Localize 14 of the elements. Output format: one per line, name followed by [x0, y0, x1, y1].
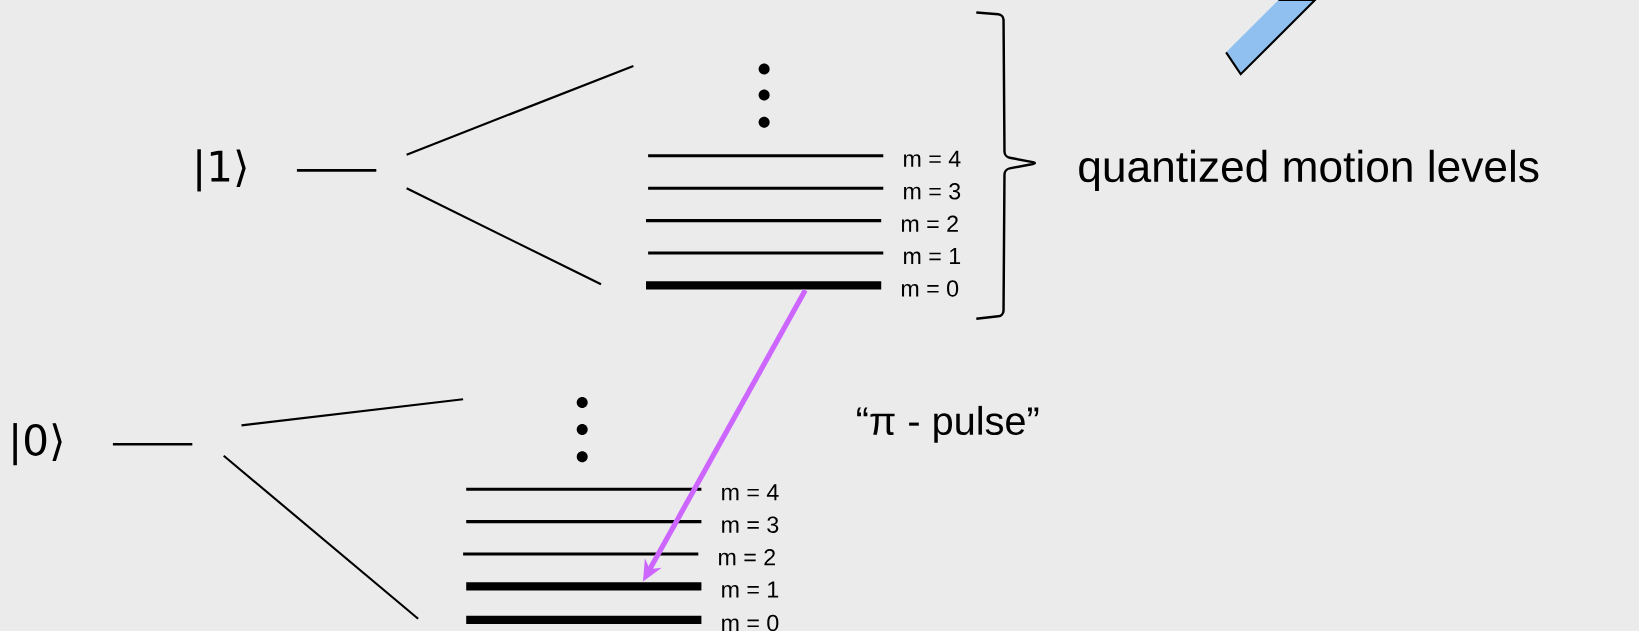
- level-label: m = 1: [904, 247, 961, 264]
- level-label: m = 1: [722, 581, 779, 598]
- state-label: |0⟩: [13, 422, 62, 466]
- level-label: m = 2: [901, 215, 958, 232]
- level-label: m = 2: [719, 548, 775, 566]
- pulse-label: “π - pulse”: [857, 405, 1039, 443]
- level-label: m = 3: [722, 516, 779, 533]
- state-label: |1⟩: [197, 149, 246, 192]
- level-label: m = 4: [722, 484, 779, 501]
- level-label: m = 0: [901, 280, 959, 297]
- level-label: m = 4: [904, 150, 961, 167]
- level-label: m = 3: [904, 182, 961, 200]
- caption-text: quantized motion levels: [1079, 149, 1539, 191]
- level-label: m = 0: [722, 614, 779, 631]
